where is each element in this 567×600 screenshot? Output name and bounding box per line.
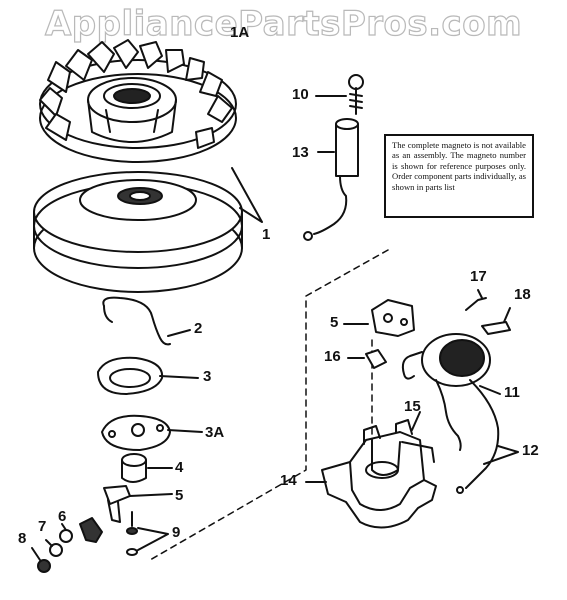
callout-5-lower: 5 bbox=[175, 487, 184, 504]
leader-line-1 bbox=[231, 167, 263, 223]
callout-16: 16 bbox=[324, 348, 341, 365]
callout-4: 4 bbox=[175, 459, 184, 476]
callout-2: 2 bbox=[194, 320, 203, 337]
terminal-part bbox=[303, 118, 359, 241]
clip-part bbox=[481, 307, 511, 335]
bracket-part bbox=[103, 485, 173, 523]
callout-18: 18 bbox=[514, 286, 531, 303]
callout-3a: 3A bbox=[205, 424, 225, 441]
note-box: The complete magneto is not available as… bbox=[384, 134, 534, 218]
flywheel-part bbox=[33, 39, 243, 293]
callout-5-upper: 5 bbox=[330, 314, 339, 331]
callout-9: 9 bbox=[172, 524, 181, 541]
leader-line-2 bbox=[167, 329, 191, 337]
wire-clip-part bbox=[465, 297, 487, 311]
cylinder-part bbox=[121, 453, 173, 483]
top-screw-part bbox=[315, 74, 364, 115]
callout-15: 15 bbox=[404, 398, 421, 415]
callout-13: 13 bbox=[292, 144, 309, 161]
leads-part bbox=[456, 379, 519, 494]
callout-3: 3 bbox=[203, 368, 212, 385]
coil-part bbox=[401, 333, 501, 451]
callout-17: 17 bbox=[470, 268, 487, 285]
armature-base-part bbox=[305, 411, 437, 529]
callout-6: 6 bbox=[58, 508, 67, 525]
points-set-part bbox=[31, 517, 103, 573]
callout-7: 7 bbox=[38, 518, 47, 535]
callout-1a: 1A bbox=[230, 24, 250, 41]
callout-8: 8 bbox=[18, 530, 27, 547]
small-block-part bbox=[347, 349, 387, 369]
watermark-logo: AppliancePartsPros.com bbox=[44, 3, 522, 44]
callout-1: 1 bbox=[262, 226, 271, 243]
callout-11: 11 bbox=[504, 384, 520, 401]
callout-10: 10 bbox=[292, 86, 309, 103]
plate-part bbox=[101, 414, 203, 451]
spring-clip-part bbox=[102, 296, 171, 346]
screw-part bbox=[126, 511, 169, 556]
pad-part bbox=[97, 356, 199, 395]
guide-lines bbox=[149, 249, 389, 561]
mount-plate-part bbox=[343, 299, 415, 337]
callout-12: 12 bbox=[522, 442, 539, 459]
callout-14: 14 bbox=[280, 472, 297, 489]
